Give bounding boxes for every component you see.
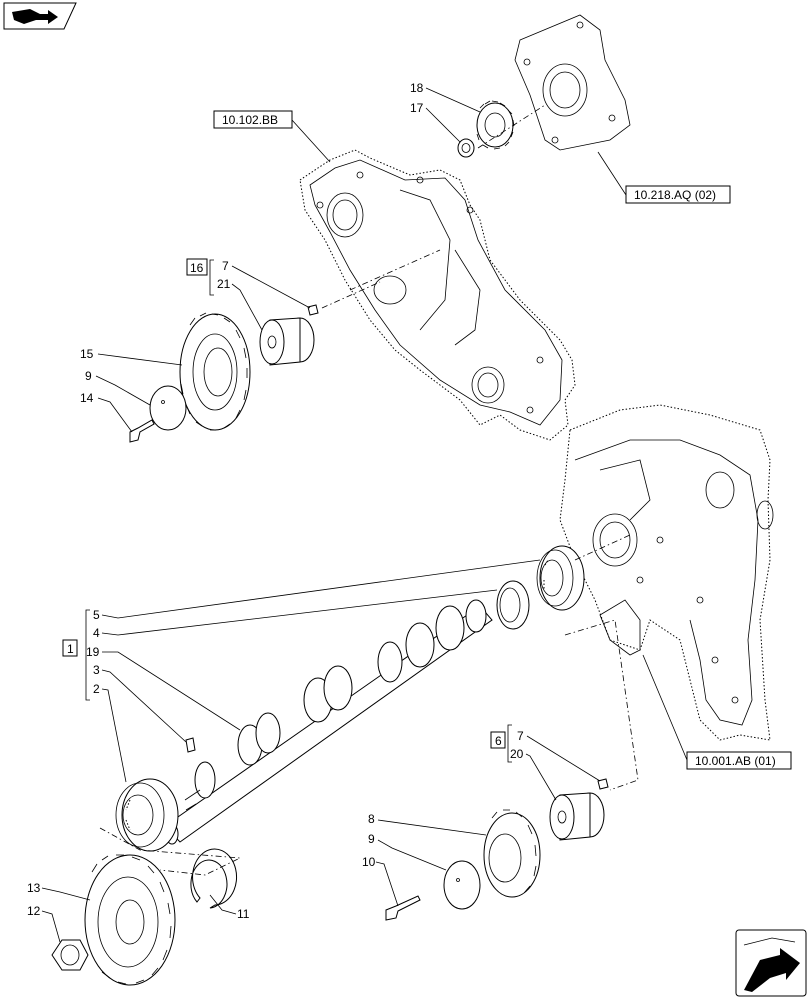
group-6-label: 6 — [495, 734, 502, 748]
callout-5: 5 — [93, 608, 100, 622]
lower-bearing — [115, 778, 179, 852]
idler-hub — [259, 317, 315, 366]
group-box-6[interactable]: 6 — [490, 731, 506, 749]
circlip — [190, 848, 238, 909]
ref-front-cover-label: 10.102.BB — [222, 113, 278, 127]
ref-crankcase[interactable]: 10.001.AB (01) — [686, 751, 792, 770]
crankcase — [559, 404, 774, 741]
callout-19: 19 — [86, 645, 100, 659]
callout-11: 11 — [237, 907, 250, 921]
idler-bolt — [129, 419, 155, 443]
lower-idler-hub — [549, 792, 605, 841]
pump-gear — [476, 100, 515, 150]
pump-flange — [514, 14, 631, 151]
ref-pump-drive[interactable]: 10.218.AQ (02) — [625, 185, 731, 204]
callout-12: 12 — [27, 904, 41, 918]
assembly-axes — [99, 104, 639, 876]
lower-idler-gear — [483, 809, 541, 898]
group-box-1[interactable]: 1 — [62, 639, 78, 657]
group-1-label: 1 — [67, 642, 74, 656]
callout-14: 14 — [80, 391, 94, 405]
callout-4: 4 — [93, 626, 100, 640]
callout-9-lower: 9 — [368, 832, 375, 846]
camshaft — [164, 599, 493, 845]
callout-8: 8 — [368, 812, 375, 826]
group-box-16[interactable]: 16 — [186, 258, 208, 276]
callout-9-upper: 9 — [85, 369, 92, 383]
callout-20: 20 — [510, 747, 524, 761]
pump-gear-nut — [457, 138, 475, 158]
dowel-pin — [185, 737, 196, 753]
lower-idler-pin — [597, 778, 609, 790]
callout-7-upper: 7 — [222, 259, 229, 273]
callout-13: 13 — [27, 881, 41, 895]
idler-pin — [307, 304, 319, 316]
cam-gear-nut — [51, 939, 89, 971]
callout-15: 15 — [80, 347, 94, 361]
cam-gear — [84, 854, 176, 986]
idler-gear — [179, 312, 251, 431]
ref-front-cover[interactable]: 10.102.BB — [213, 110, 293, 129]
callout-2: 2 — [93, 682, 100, 696]
next-page-arrow-icon[interactable] — [735, 929, 807, 997]
callout-17: 17 — [410, 101, 424, 115]
callout-7-lower: 7 — [517, 729, 524, 743]
cam-bearing — [536, 545, 585, 611]
callout-18: 18 — [410, 81, 424, 95]
book-arrow-icon[interactable] — [3, 2, 77, 30]
front-timing-cover — [299, 149, 576, 441]
callout-3: 3 — [93, 663, 100, 677]
cam-ring — [496, 580, 530, 630]
callout-21: 21 — [217, 277, 231, 291]
ref-crankcase-label: 10.001.AB (01) — [695, 754, 776, 768]
lower-idler-bolt — [385, 895, 421, 921]
lower-idler-washer — [443, 860, 481, 910]
callout-10: 10 — [362, 855, 376, 869]
idler-washer — [149, 385, 187, 431]
group-16-label: 16 — [190, 261, 204, 275]
ref-pump-drive-label: 10.218.AQ (02) — [634, 188, 716, 202]
